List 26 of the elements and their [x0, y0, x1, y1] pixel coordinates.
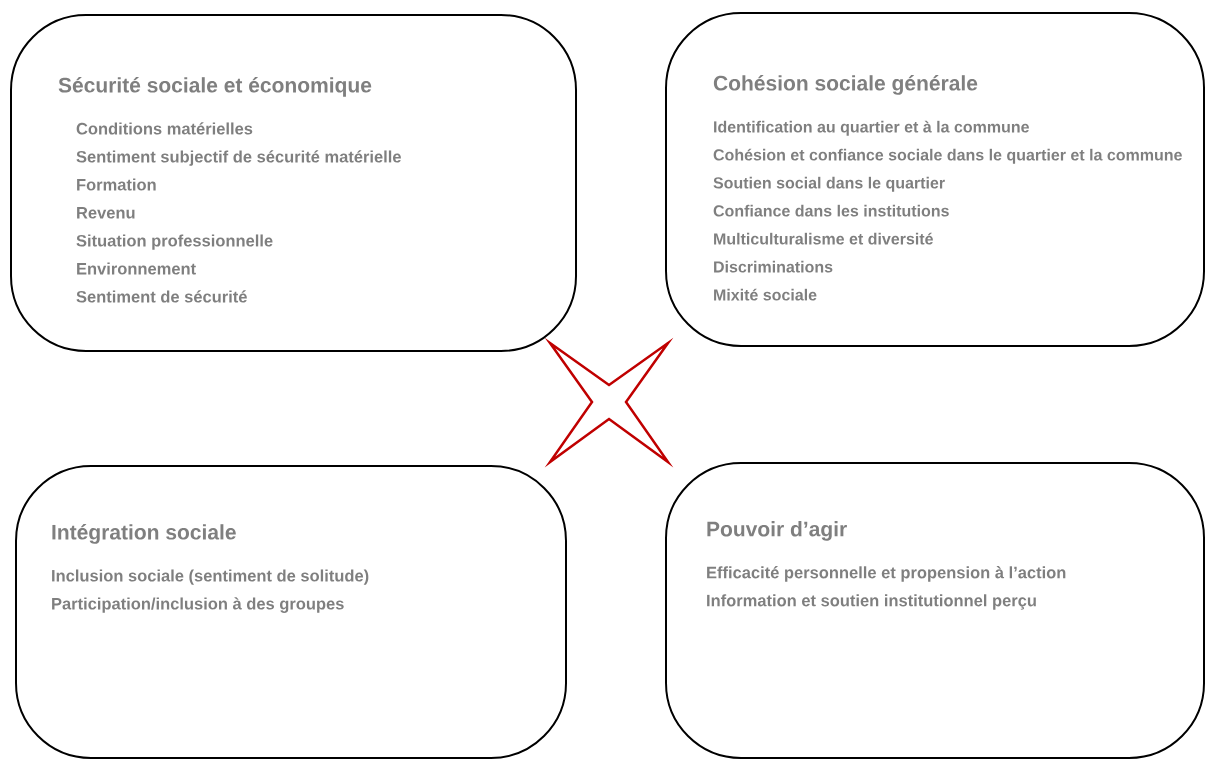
- list-item: Soutien social dans le quartier: [713, 176, 945, 192]
- list-item: Conditions matérielles: [76, 122, 253, 135]
- list-item: Confiance dans les institutions: [713, 204, 949, 217]
- list-item: Discriminations: [714, 260, 833, 273]
- list-item: Information et soutien institutionnel perçu: [707, 594, 1036, 610]
- list-item: Mixité sociale: [714, 288, 817, 301]
- list-item: Sentiment de sécurité: [76, 290, 247, 303]
- list-item: Identification au quartier et à la commune: [714, 120, 1029, 136]
- list-item: Cohésion et confiance sociale dans le quartier et la commune: [713, 148, 1182, 164]
- rounded-box: [15, 465, 567, 759]
- rounded-box: [10, 14, 577, 352]
- list-item: Environnement: [77, 262, 196, 275]
- box-heading: Cohésion sociale générale: [713, 75, 978, 95]
- list-item: Formation: [77, 178, 156, 191]
- box-heading: Sécurité sociale et économique: [58, 77, 372, 97]
- list-item: Participation/inclusion à des groupes: [52, 597, 344, 613]
- box-heading: Intégration sociale: [52, 524, 236, 544]
- rounded-box: [665, 462, 1205, 759]
- list-item: Inclusion sociale (sentiment de solitude): [52, 569, 369, 585]
- rounded-box: [665, 12, 1205, 347]
- list-item: Multiculturalisme et diversité: [714, 232, 933, 245]
- list-item: Sentiment subjectif de sécurité matérielle: [76, 150, 401, 166]
- list-item: Revenu: [77, 207, 135, 219]
- list-item: Situation professionnelle: [76, 234, 273, 250]
- box-heading: Pouvoir d’agir: [707, 521, 847, 541]
- list-item: Efficacité personnelle et propension à l’action: [707, 566, 1066, 582]
